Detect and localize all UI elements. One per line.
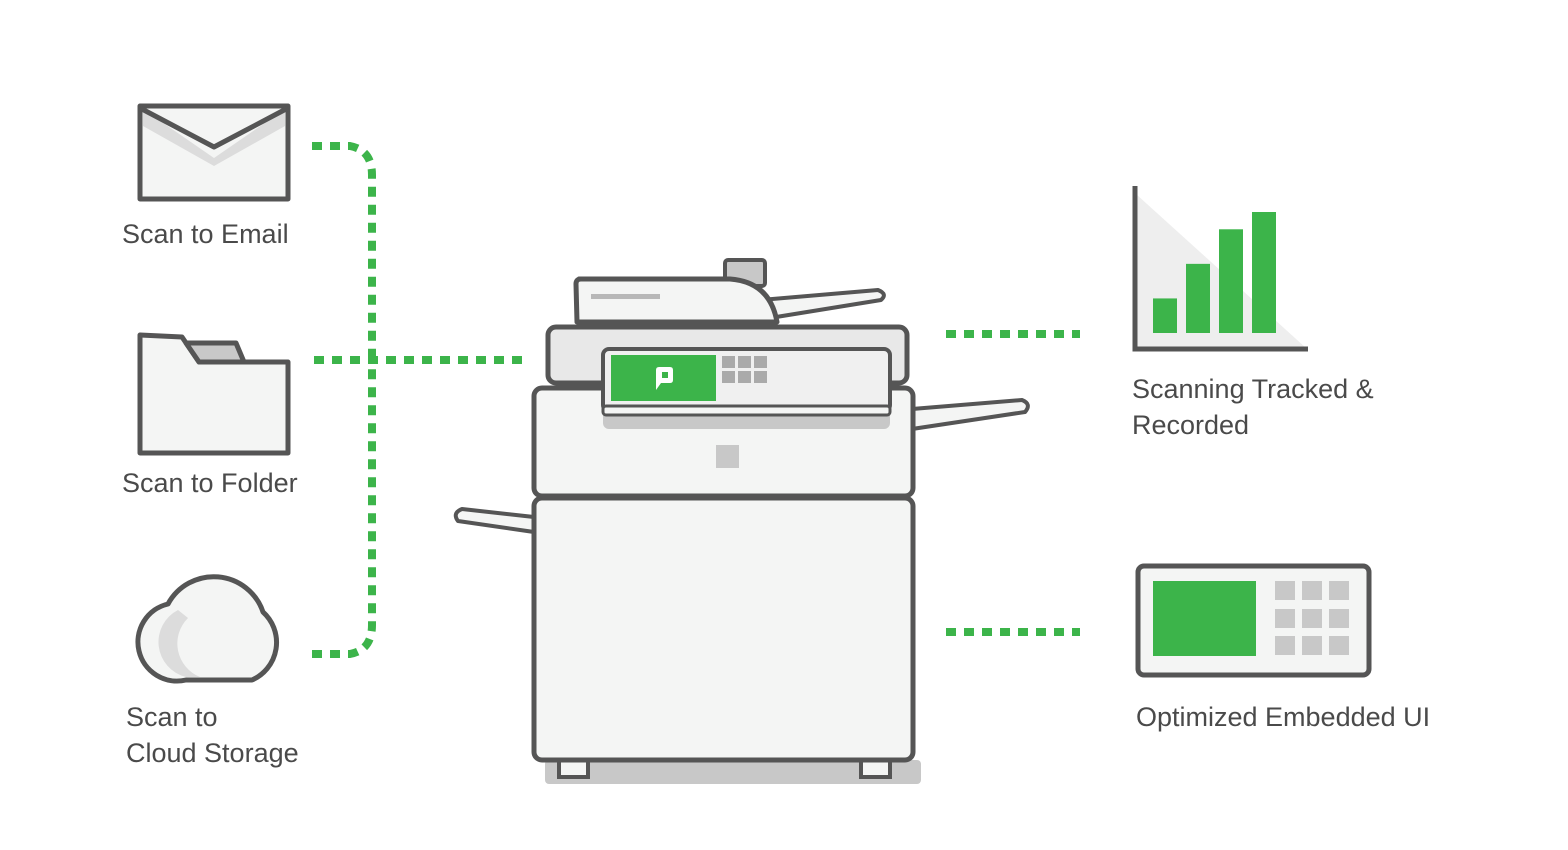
connector-cloud <box>312 360 376 658</box>
panel-screen <box>1153 581 1256 656</box>
label-scanning-tracked-line2: Recorded <box>1132 410 1250 440</box>
brand-logo-icon <box>655 367 673 390</box>
printer-panel-lip <box>601 404 892 417</box>
printer-feeder-slot <box>591 294 660 299</box>
label-scan-to-cloud-line2: Cloud Storage <box>126 738 299 768</box>
printer-feeder-lid <box>573 276 780 325</box>
label-scan-to-cloud-line1: Scan to <box>126 702 218 732</box>
multifunction-printer <box>453 258 1030 784</box>
chart-bars <box>1153 212 1276 333</box>
chart-bar-4 <box>1252 212 1276 333</box>
chart-bar-2 <box>1186 263 1210 333</box>
panel-keypad <box>1275 581 1349 655</box>
printer-left-tray <box>453 507 536 534</box>
printer-cabinet <box>531 495 916 763</box>
folder-icon <box>137 332 291 456</box>
chart-bar-3 <box>1219 229 1243 333</box>
label-optimized-embedded-ui: Optimized Embedded UI <box>1136 699 1430 735</box>
connector-email <box>312 142 376 360</box>
printer-keypad <box>722 356 767 383</box>
label-scan-to-email-text: Scan to Email <box>122 219 289 249</box>
label-scanning-tracked-line1: Scanning Tracked & <box>1132 374 1374 404</box>
label-scanning-tracked: Scanning Tracked & Recorded <box>1132 371 1374 443</box>
cloud-icon <box>135 574 280 684</box>
chart-bar-1 <box>1153 298 1177 333</box>
label-scan-to-folder-text: Scan to Folder <box>122 468 298 498</box>
printer-base-shadow <box>545 760 921 784</box>
label-scan-to-cloud: Scan to Cloud Storage <box>126 699 299 771</box>
label-scan-to-folder: Scan to Folder <box>122 465 298 501</box>
printer-indicator <box>716 445 739 468</box>
connector-lines <box>312 142 1080 658</box>
bar-chart-icon <box>1132 186 1308 352</box>
printer-right-tray <box>910 398 1030 431</box>
label-optimized-embedded-ui-text: Optimized Embedded UI <box>1136 702 1431 732</box>
chart-axes <box>1132 186 1308 352</box>
envelope-icon <box>137 103 291 202</box>
label-scan-to-email: Scan to Email <box>122 216 289 252</box>
control-panel-icon <box>1135 563 1372 678</box>
printer-feeder-tray <box>758 288 886 320</box>
